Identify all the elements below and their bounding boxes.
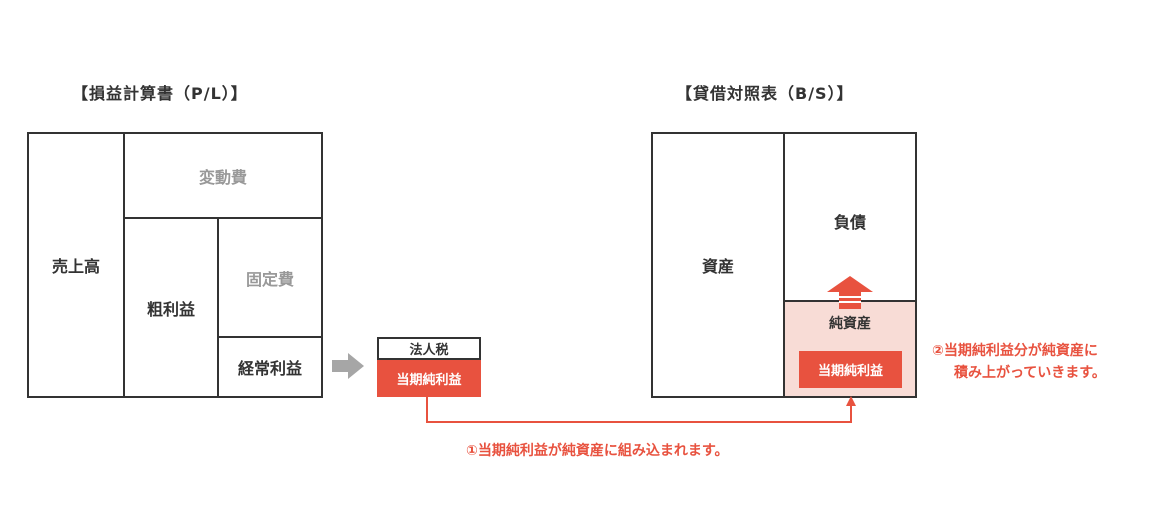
ordinary-profit-block: 経常利益 xyxy=(237,359,302,378)
fixed-cost-block: 固定費 xyxy=(245,269,294,289)
net-income-block: 当期純利益 xyxy=(377,360,481,397)
note-1: ①当期純利益が純資産に組み込まれます。 xyxy=(466,443,729,459)
variable-cost-block: 変動費 xyxy=(198,167,247,187)
assets-block: 資産 xyxy=(701,257,734,276)
divider xyxy=(217,217,219,398)
divider xyxy=(783,132,785,398)
note-2-line-1: ②当期純利益分が純資産に xyxy=(932,343,1098,359)
connector-arrow xyxy=(426,396,856,423)
bs-title: 【貸借対照表（B/S）】 xyxy=(676,84,854,103)
corporate-tax-block: 法人税 xyxy=(377,337,481,360)
divider xyxy=(217,336,323,338)
pl-diagram xyxy=(27,132,323,398)
gross-profit-block: 粗利益 xyxy=(146,299,195,319)
pl-title: 【損益計算書（P/L）】 xyxy=(72,84,248,103)
divider xyxy=(123,217,323,219)
up-arrow-icon xyxy=(827,276,873,309)
sales-block: 売上高 xyxy=(51,257,100,276)
divider xyxy=(123,132,125,398)
note-2-line-2: 積み上がっていきます。 xyxy=(954,365,1106,381)
bs-net-income-block: 当期純利益 xyxy=(799,351,902,388)
net-assets-label: 純資産 xyxy=(829,316,871,332)
liabilities-block: 負債 xyxy=(833,213,866,232)
right-arrow-icon xyxy=(332,353,364,379)
